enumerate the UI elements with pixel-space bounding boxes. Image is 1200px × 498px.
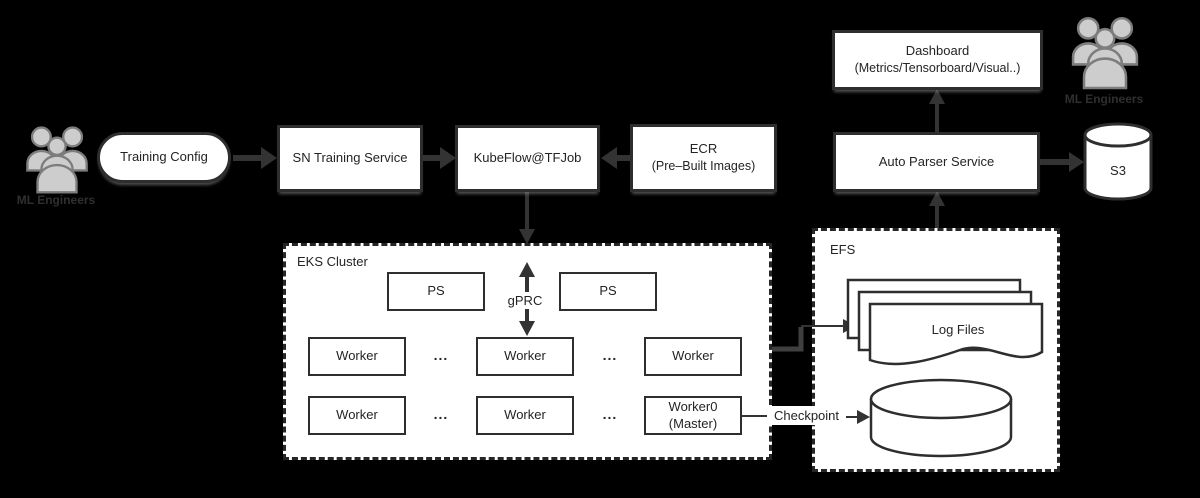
- worker-node-r2c2: Worker: [476, 396, 574, 435]
- efs-title: EFS: [830, 242, 856, 257]
- sn-training-service-node: SN Training Service: [277, 125, 423, 192]
- worker-label: Worker: [336, 348, 378, 364]
- sn-training-service-label: SN Training Service: [292, 150, 408, 166]
- arrow-efs-to-autoparser: [929, 191, 945, 228]
- ellipsis-r1c2: ...: [602, 347, 618, 363]
- arrow-sn-to-kubeflow: [423, 147, 456, 169]
- training-config-node: Training Config: [97, 132, 231, 183]
- worker0-master-node: Worker0 (Master): [644, 396, 742, 435]
- worker-label: Worker: [336, 407, 378, 423]
- arrow-trainingconfig-to-sn: [233, 147, 277, 169]
- eks-cluster-title: EKS Cluster: [297, 254, 368, 269]
- arrow-ecr-to-kubeflow: [601, 147, 630, 169]
- dashboard-title: Dashboard: [905, 43, 970, 59]
- arrow-kubeflow-to-eks: [519, 192, 535, 244]
- auto-parser-service-node: Auto Parser Service: [833, 132, 1040, 192]
- checkpoint-cylinder: [869, 378, 1013, 458]
- auto-parser-service-label: Auto Parser Service: [878, 153, 995, 169]
- training-config-label: Training Config: [120, 149, 208, 165]
- ellipsis-r2c2: ...: [602, 406, 618, 422]
- ps-label-1: PS: [427, 283, 445, 299]
- arrow-autoparser-to-dashboard: [929, 89, 945, 132]
- ml-engineers-right-label: ML Engineers: [1064, 92, 1144, 106]
- arrow-eks-to-logfiles: [772, 319, 856, 352]
- worker-node-r2c1: Worker: [308, 396, 406, 435]
- ecr-subtitle: (Pre–Built Images): [651, 159, 756, 174]
- dashboard-node: Dashboard (Metrics/Tensorboard/Visual..): [832, 30, 1043, 90]
- ecr-node: ECR (Pre–Built Images): [630, 124, 777, 192]
- ml-engineers-left-label: ML Engineers: [16, 193, 96, 207]
- ps-node-1: PS: [387, 272, 485, 311]
- s3-cylinder: S3: [1083, 122, 1153, 201]
- worker-label: Worker: [504, 348, 546, 364]
- ps-label-2: PS: [599, 283, 617, 299]
- gprc-edge-label: gPRC: [505, 292, 545, 309]
- checkpoint-edge-label: Checkpoint: [767, 406, 846, 425]
- worker-label: Worker: [672, 348, 714, 364]
- ml-engineers-left-icon: [26, 126, 88, 194]
- ellipsis-r1c1: ...: [433, 347, 449, 363]
- worker-node-r1c2: Worker: [476, 337, 574, 376]
- log-sheet-front: [868, 302, 1044, 366]
- worker0-title: Worker0: [668, 399, 718, 415]
- arrow-autoparser-to-s3: [1040, 152, 1084, 172]
- s3-label: S3: [1110, 163, 1126, 178]
- ml-engineers-right-icon: [1071, 16, 1139, 90]
- worker-node-r1c3: Worker: [644, 337, 742, 376]
- worker-node-r1c1: Worker: [308, 337, 406, 376]
- dashboard-subtitle: (Metrics/Tensorboard/Visual..): [854, 61, 1021, 76]
- kubeflow-tfjob-node: KubeFlow@TFJob: [455, 125, 600, 192]
- ps-node-2: PS: [559, 272, 657, 311]
- arrow-worker0-to-checkpoint: [742, 410, 870, 424]
- kubeflow-tfjob-label: KubeFlow@TFJob: [473, 150, 582, 166]
- worker-label: Worker: [504, 407, 546, 423]
- worker0-subtitle: (Master): [668, 415, 718, 431]
- log-files-stack: Log Files: [846, 278, 1044, 366]
- ellipsis-r2c1: ...: [433, 406, 449, 422]
- log-files-label: Log Files: [932, 322, 985, 337]
- ecr-title: ECR: [689, 141, 718, 157]
